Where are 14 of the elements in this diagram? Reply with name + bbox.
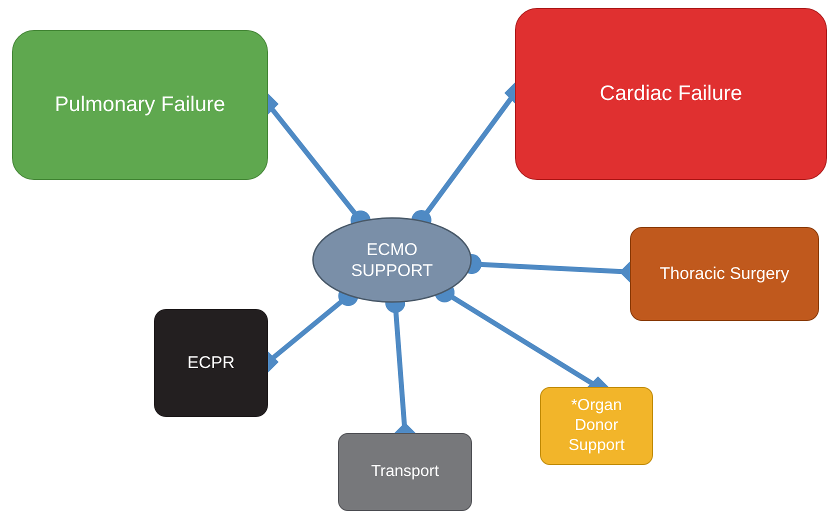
process-box bbox=[540, 387, 653, 465]
process-box bbox=[338, 433, 472, 511]
node-label: *Organ Donor Support bbox=[567, 396, 626, 456]
node-label: Pulmonary Failure bbox=[54, 92, 226, 118]
node-label: Transport bbox=[371, 462, 439, 482]
process-box bbox=[630, 227, 819, 321]
node-label: ECMO SUPPORT bbox=[350, 238, 434, 282]
node-label: Thoracic Surgery bbox=[660, 263, 790, 286]
process-box bbox=[12, 30, 268, 180]
ellipse-node bbox=[312, 217, 472, 303]
node-label: ECPR bbox=[187, 352, 235, 374]
process-box bbox=[154, 309, 268, 417]
node-label: Cardiac Failure bbox=[600, 81, 742, 108]
process-box bbox=[515, 8, 827, 180]
